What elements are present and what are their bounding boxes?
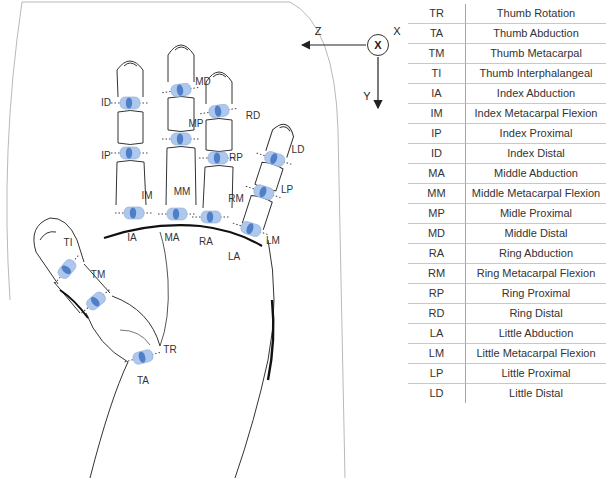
table-abbreviation: LM: [408, 344, 466, 364]
table-abbreviation: TR: [408, 4, 466, 24]
joint-label: IA: [127, 232, 136, 244]
joint-label: TA: [137, 375, 149, 387]
joint-label: RM: [228, 193, 244, 205]
table-abbreviation: ID: [408, 144, 466, 164]
joint-label: LP: [281, 184, 293, 196]
joint-label: MD: [195, 76, 211, 88]
table-description: Little Distal: [466, 384, 606, 403]
axis-letter: X: [374, 39, 381, 51]
joint-label: ID: [101, 97, 111, 109]
joint-label: TM: [91, 269, 105, 281]
table-abbreviation: LD: [408, 384, 466, 403]
table-description: Ring Distal: [466, 304, 606, 324]
table-abbreviation: MA: [408, 164, 466, 184]
table-abbreviation: RM: [408, 264, 466, 284]
joint-label: LD: [292, 144, 305, 156]
table-description: Thumb Interphalangeal: [466, 64, 606, 84]
table-abbreviation: RA: [408, 244, 466, 264]
axis-circle: X: [367, 34, 389, 56]
joint-label: TR: [163, 344, 176, 356]
table-abbreviation: IM: [408, 104, 466, 124]
joint-label: MP: [189, 118, 204, 130]
table-description: Little Metacarpal Flexion: [466, 344, 606, 364]
table-description: Index Abduction: [466, 84, 606, 104]
axis-label: Z: [315, 25, 322, 37]
joint-label: RD: [246, 110, 260, 122]
table-abbreviation: TM: [408, 44, 466, 64]
table-abbreviation: TI: [408, 64, 466, 84]
table-abbreviation: LP: [408, 364, 466, 384]
table-description: Little Proximal: [466, 364, 606, 384]
table-abbreviation: LA: [408, 324, 466, 344]
legend-table: TRThumb RotationTAThumb AbductionTMThumb…: [408, 4, 606, 403]
joint-label: LA: [228, 251, 240, 263]
joint-label: IP: [101, 150, 110, 162]
table-description: Middle Abduction: [466, 164, 606, 184]
table-description: Little Abduction: [466, 324, 606, 344]
axis-label: X: [393, 25, 400, 37]
joint-label: LM: [266, 235, 280, 247]
joint-label: RP: [229, 152, 243, 164]
table-abbreviation: TA: [408, 24, 466, 44]
table-description: Index Metacarpal Flexion: [466, 104, 606, 124]
table-description: Ring Proximal: [466, 284, 606, 304]
table-abbreviation: MM: [408, 184, 466, 204]
joint-label: MA: [165, 232, 180, 244]
joint-label: MM: [174, 186, 191, 198]
table-description: Index Distal: [466, 144, 606, 164]
joint-label: IM: [141, 190, 152, 202]
table-description: Middle Metacarpal Flexion: [466, 184, 606, 204]
table-description: Thumb Abduction: [466, 24, 606, 44]
table-description: Index Proximal: [466, 124, 606, 144]
table-abbreviation: RD: [408, 304, 466, 324]
table-abbreviation: MP: [408, 204, 466, 224]
table-description: Ring Metacarpal Flexion: [466, 264, 606, 284]
table-abbreviation: IA: [408, 84, 466, 104]
table-abbreviation: IP: [408, 124, 466, 144]
table-abbreviation: RP: [408, 284, 466, 304]
table-description: Midle Proximal: [466, 204, 606, 224]
joint-label: TI: [64, 237, 73, 249]
axis-label: Y: [363, 90, 370, 102]
table-description: Middle Distal: [466, 224, 606, 244]
table-description: Thumb Rotation: [466, 4, 606, 24]
table-description: Ring Abduction: [466, 244, 606, 264]
joint-label: RA: [199, 236, 213, 248]
table-abbreviation: MD: [408, 224, 466, 244]
table-description: Thumb Metacarpal: [466, 44, 606, 64]
